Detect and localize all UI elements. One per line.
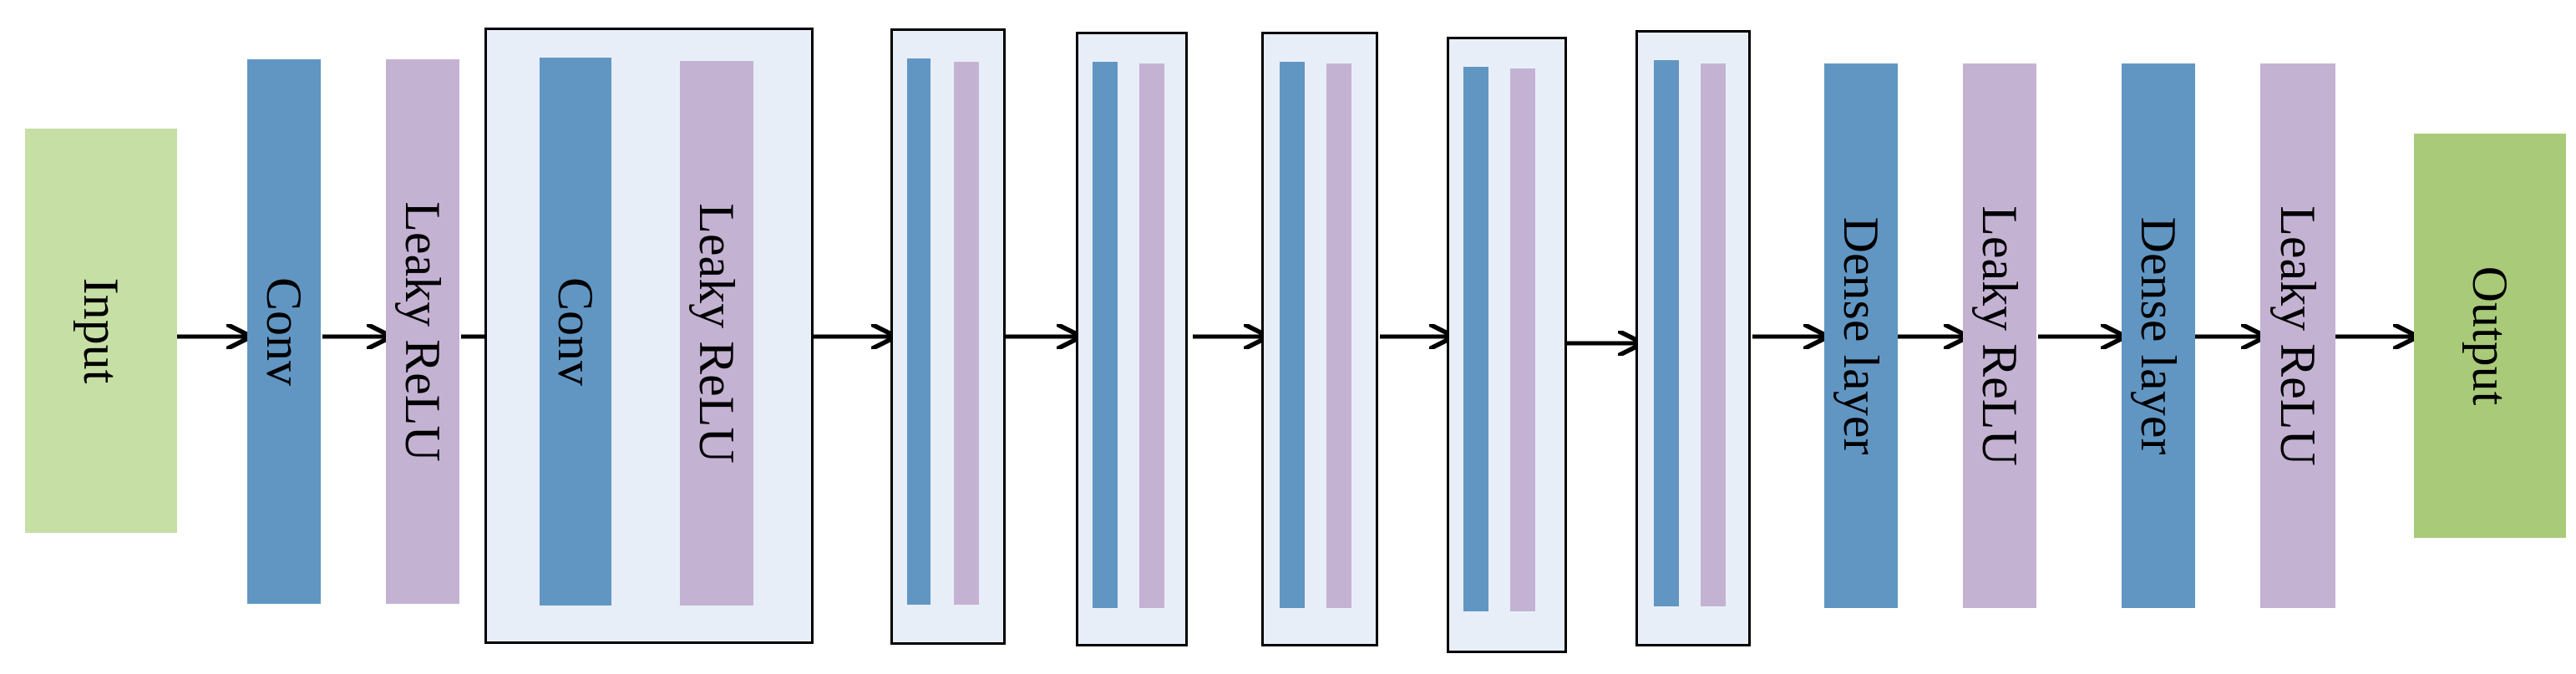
- conv-relu-group-6: [1635, 30, 1751, 646]
- dense-layer-label-2: Dense layer: [2131, 216, 2186, 455]
- leaky-relu-block: Leaky ReLU: [386, 59, 459, 604]
- group3-relu-bar: [1139, 63, 1164, 608]
- group5-conv-bar: [1463, 67, 1488, 611]
- group6-conv-bar: [1654, 60, 1679, 606]
- leaky-relu-label-3: Leaky ReLU: [2270, 205, 2325, 466]
- input-block: Input: [25, 129, 177, 533]
- group3-conv-bar: [1093, 62, 1118, 608]
- dense-layer-block-2: Dense layer: [2122, 63, 2195, 608]
- group1-leaky-relu-block: Leaky ReLU: [680, 61, 753, 606]
- group6-relu-bar: [1701, 63, 1726, 606]
- leaky-relu-block-2: Leaky ReLU: [1963, 63, 2036, 608]
- conv-relu-group-4: [1261, 32, 1378, 646]
- leaky-relu-block-3: Leaky ReLU: [2260, 63, 2335, 608]
- group5-relu-bar: [1510, 68, 1535, 611]
- output-block: Output: [2414, 134, 2566, 538]
- dense-layer-block-1: Dense layer: [1824, 63, 1898, 608]
- conv-block: Conv: [247, 59, 321, 604]
- group1-conv-label: Conv: [548, 276, 603, 387]
- group4-conv-bar: [1280, 62, 1305, 608]
- group1-leaky-relu-label: Leaky ReLU: [689, 203, 744, 464]
- conv-relu-group-1: [484, 28, 814, 644]
- dense-layer-label-1: Dense layer: [1833, 216, 1889, 455]
- leaky-relu-label-2: Leaky ReLU: [1972, 205, 2027, 466]
- leaky-relu-label: Leaky ReLU: [395, 201, 450, 462]
- group1-conv-block: Conv: [540, 58, 611, 606]
- group2-conv-bar: [907, 58, 931, 605]
- conv-label: Conv: [256, 276, 312, 387]
- group2-relu-bar: [954, 62, 979, 605]
- output-label: Output: [2462, 266, 2518, 406]
- group4-relu-bar: [1326, 63, 1351, 608]
- input-label: Input: [74, 277, 129, 384]
